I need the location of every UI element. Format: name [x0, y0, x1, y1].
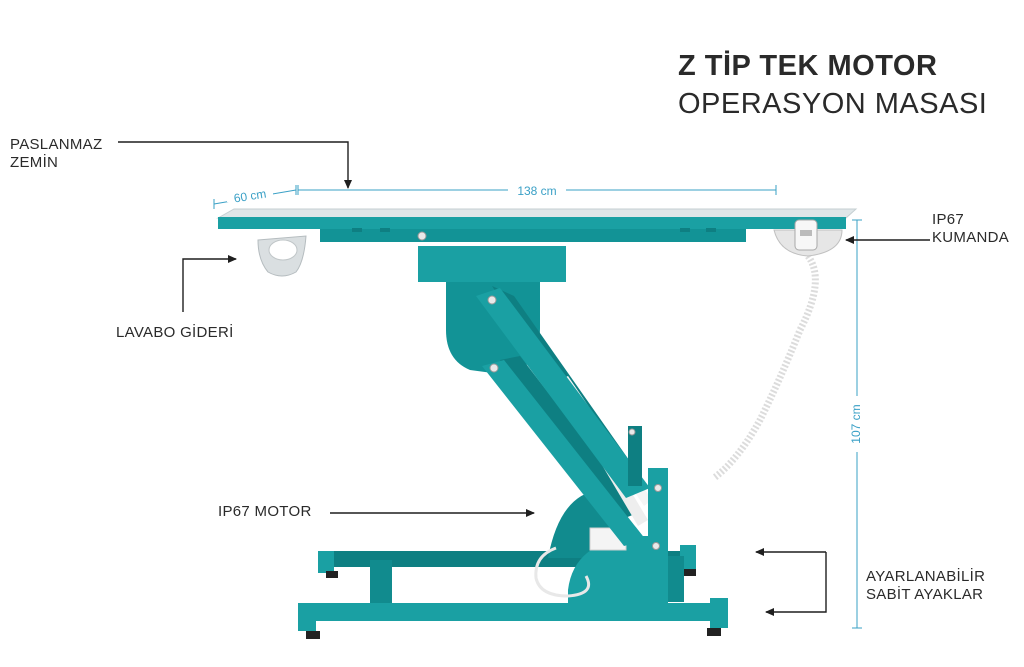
label-surface-line-2: ZEMİN [10, 154, 59, 171]
front-post [648, 468, 668, 608]
dimension-lines: 60 cm 138 cm 107 cm [213, 183, 865, 629]
power-cable [534, 546, 591, 598]
top-bracket [418, 246, 566, 282]
callout-leaders [118, 141, 930, 616]
dim-width-text: 60 cm [233, 187, 267, 206]
label-feet: AYARLANABİLİR SABİT AYAKLAR [866, 568, 985, 604]
label-feet-line-1: AYARLANABİLİR [866, 568, 986, 585]
drain-hole [268, 239, 298, 261]
label-feet-line-2: SABİT AYAKLAR [866, 586, 984, 603]
label-drain: LAVABO GİDERİ [116, 324, 234, 341]
label-surface: PASLANMAZ ZEMİN [10, 136, 102, 172]
dim-height-text: 107 cm [849, 404, 863, 443]
leader-feet-lower [765, 552, 827, 616]
title-line-2: OPERASYON MASASI [678, 88, 988, 120]
base-front-rail [298, 603, 728, 621]
foot-front-right [707, 628, 721, 636]
top-skirt [320, 229, 746, 242]
foot-back-left [326, 571, 338, 578]
front-arm-lower [482, 360, 646, 546]
leader-drain [182, 255, 237, 312]
lift-mechanism [418, 246, 668, 608]
table-top [216, 208, 858, 242]
top-frame [218, 217, 846, 229]
label-motor: IP67 MOTOR [218, 503, 312, 520]
base-front-left-post [298, 603, 316, 631]
base-left-connector [370, 560, 392, 606]
rear-post [628, 426, 642, 486]
label-remote-line-1: IP67 [932, 211, 965, 228]
title-line-1: Z TİP TEK MOTOR [678, 50, 938, 82]
coiled-cable [711, 253, 819, 481]
foot-back-right [684, 569, 696, 576]
leader-surface [118, 141, 352, 189]
label-surface-line-1: PASLANMAZ [10, 136, 103, 153]
base-back-left-post [318, 551, 334, 573]
foot-front-left [306, 631, 320, 639]
front-arm-upper [476, 288, 650, 498]
label-remote-line-2: KUMANDA [932, 229, 1010, 246]
rear-arm-lower [500, 356, 640, 520]
remote-control [711, 219, 843, 481]
stainless-surface [216, 208, 858, 219]
drain [257, 235, 307, 277]
label-remote: IP67 KUMANDA [932, 211, 1009, 247]
base-front-right-post [710, 598, 728, 628]
dim-length-text: 138 cm [517, 184, 556, 198]
